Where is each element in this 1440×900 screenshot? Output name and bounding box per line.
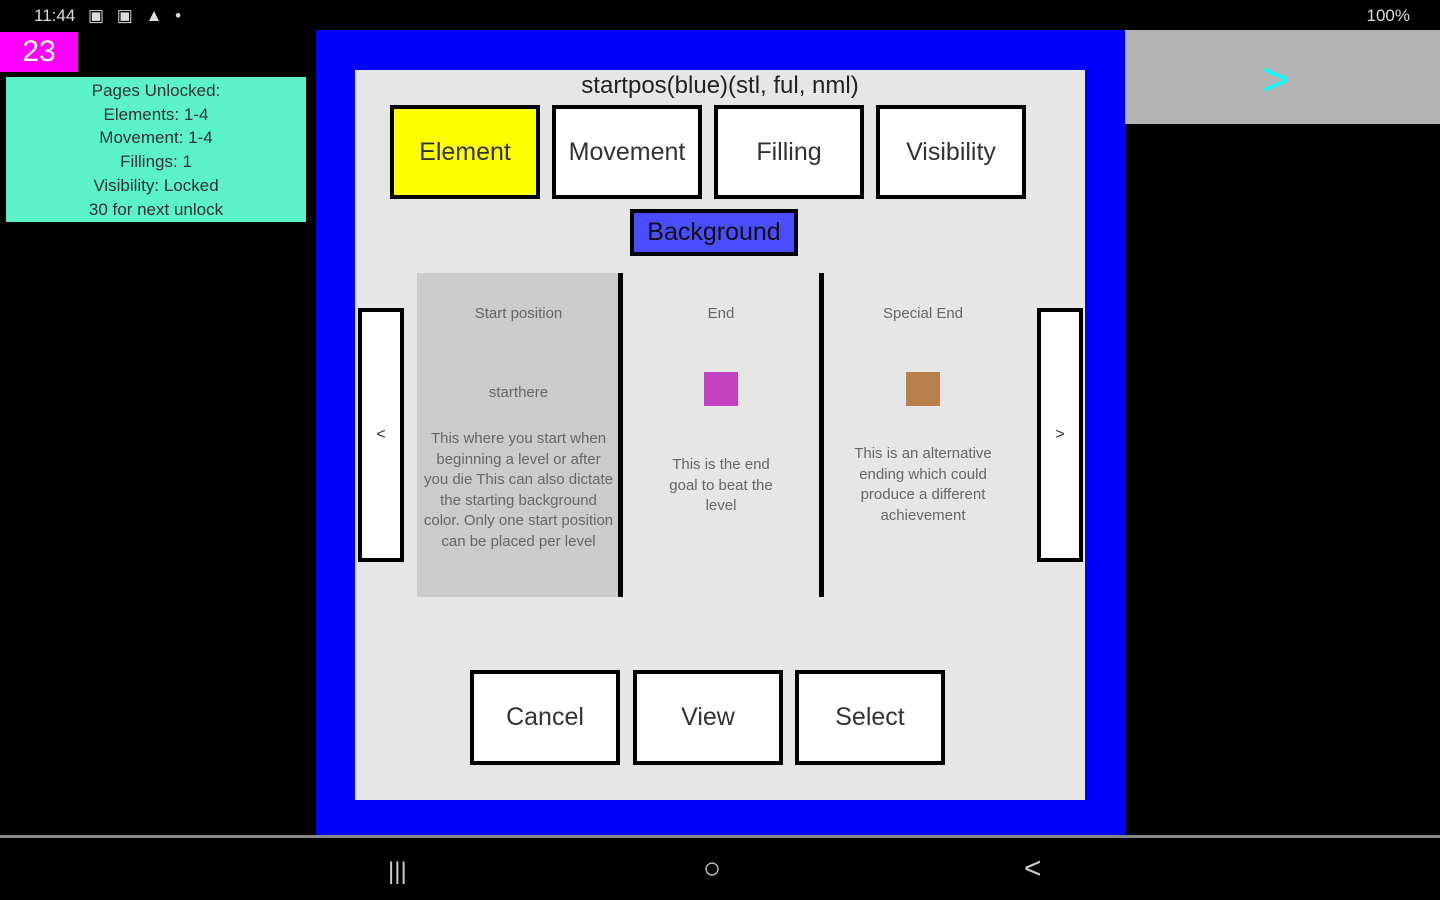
item-label: starthere xyxy=(488,384,549,401)
item-description: This is the end goal to beat the level xyxy=(669,456,773,514)
unlock-line: 30 for next unlock xyxy=(88,199,224,219)
nav-divider xyxy=(0,835,1440,838)
item-description: This is an alternative ending which coul… xyxy=(854,445,992,524)
divider xyxy=(618,273,623,597)
dialog-title: startpos(blue)(stl, ful, nml) xyxy=(581,72,859,99)
unlock-line: Fillings: 1 xyxy=(120,152,192,172)
status-bar: 11:44 ▣ ▣ ▲ • 100% xyxy=(0,0,1440,30)
next-arrow-icon[interactable]: > xyxy=(1262,53,1289,105)
prev-page-button[interactable]: < xyxy=(358,308,404,562)
item-end[interactable]: End This is the end goal to beat the lev… xyxy=(624,273,818,597)
home-icon[interactable]: ○ xyxy=(703,852,722,885)
special-end-swatch-icon xyxy=(906,372,940,406)
item-start-position[interactable]: Start position starthere This where you … xyxy=(417,273,620,597)
select-button[interactable]: Select xyxy=(795,670,945,765)
cancel-button[interactable]: Cancel xyxy=(470,670,620,765)
tab-element[interactable]: Element xyxy=(390,105,540,199)
background-button[interactable]: Background xyxy=(630,209,798,256)
end-swatch-icon xyxy=(704,372,738,406)
battery-indicator: 100% xyxy=(1366,6,1410,25)
unlock-line: Visibility: Locked xyxy=(93,175,219,195)
unlock-info-panel: Pages Unlocked: Elements: 1-4 Movement: … xyxy=(6,77,306,222)
tab-filling[interactable]: Filling xyxy=(714,105,864,199)
tab-movement[interactable]: Movement xyxy=(552,105,702,199)
next-page-button[interactable]: > xyxy=(1037,308,1083,562)
score-counter: 23 xyxy=(0,32,78,72)
item-description: This where you start when beginning a le… xyxy=(423,430,614,550)
unlock-line: Movement: 1-4 xyxy=(99,128,213,148)
unlock-line: Elements: 1-4 xyxy=(103,104,209,124)
item-special-end[interactable]: Special End This is an alternative endin… xyxy=(825,273,1021,597)
divider xyxy=(819,273,824,597)
item-name: End xyxy=(707,305,735,322)
back-icon[interactable]: < xyxy=(1024,852,1042,885)
notification-icons: ▣ ▣ ▲ • xyxy=(88,6,186,25)
unlock-line: Pages Unlocked: xyxy=(91,81,221,100)
item-name: Special End xyxy=(882,305,964,322)
next-panel[interactable] xyxy=(1125,30,1440,124)
item-name: Start position xyxy=(474,305,563,322)
recents-icon[interactable]: ||| xyxy=(388,858,407,885)
clock: 11:44 xyxy=(34,6,76,25)
view-button[interactable]: View xyxy=(633,670,783,765)
tab-visibility[interactable]: Visibility xyxy=(876,105,1026,199)
